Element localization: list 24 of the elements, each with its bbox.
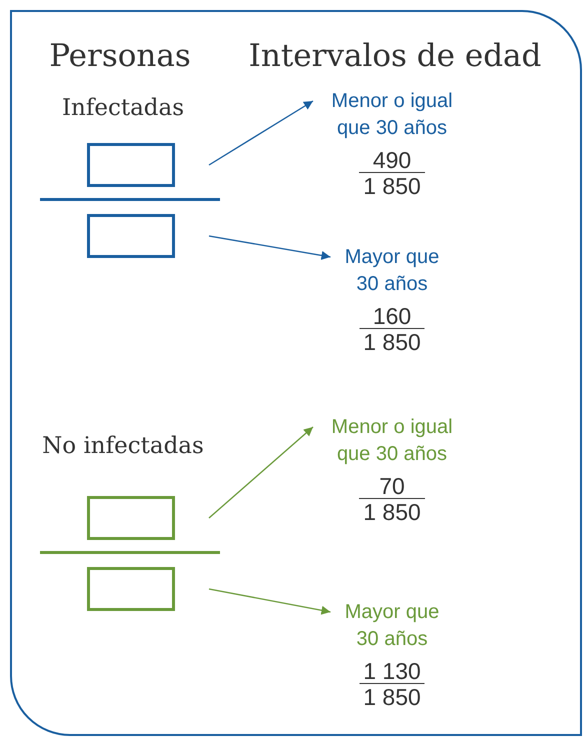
fraction-numerator: 70 [378, 474, 406, 498]
answer-box [87, 567, 175, 611]
category-label: Mayor que 30 años [344, 245, 440, 297]
arrow [208, 426, 314, 518]
fraction-numerator: 160 [372, 304, 412, 328]
arrow [208, 100, 314, 166]
column-heading: Intervalos de edad [248, 38, 542, 74]
answer-box [87, 143, 175, 187]
fraction-denominator: 1 850 [359, 683, 425, 710]
fraction-denominator: 1 850 [359, 498, 425, 525]
group-label: No infectadas [42, 433, 204, 459]
group-label: Infectadas [62, 95, 184, 121]
fraction-denominator: 1 850 [359, 328, 425, 355]
category-label: Menor o igual que 30 años [330, 415, 454, 467]
fraction-numerator: 1 130 [362, 659, 422, 683]
column-heading: Personas [49, 38, 191, 74]
category-label: Menor o igual que 30 años [330, 89, 454, 141]
arrow [208, 235, 331, 260]
fraction-numerator: 490 [372, 148, 412, 172]
arrow [208, 588, 331, 615]
answer-box [87, 496, 175, 540]
answer-box [87, 214, 175, 258]
fraction-denominator: 1 850 [359, 172, 425, 199]
category-label: Mayor que 30 años [344, 600, 440, 652]
